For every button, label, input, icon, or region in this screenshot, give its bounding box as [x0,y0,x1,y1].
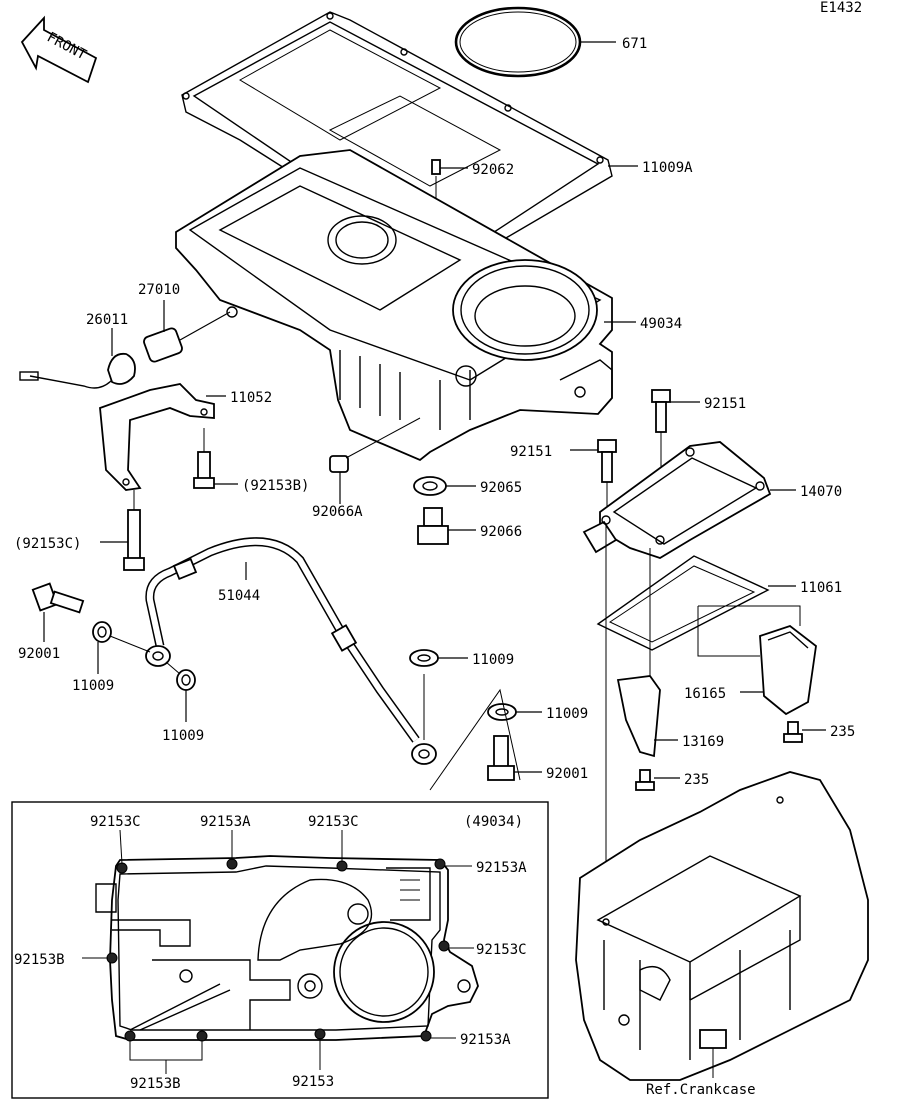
inset-label-92153c-1: 92153C [90,814,141,830]
label-26011: 26011 [86,312,128,328]
figure-code: E1432 [820,0,862,16]
bolt-92153c [100,490,145,571]
inset-label-92153c-3: 92153C [476,942,527,958]
o-ring-671 [454,6,616,78]
switch-lead-26011 [19,328,136,389]
washer-11009-right-2 [429,688,542,791]
label-11009-left: 11009 [72,678,114,694]
label-49034: 49034 [640,316,682,332]
label-92066: 92066 [480,524,522,540]
bolt-92153b [193,428,238,489]
inset-title: (49034) [464,814,523,830]
drain-plug-92066a [329,417,421,504]
bolt-92151-mid [570,439,617,516]
baffle-13169 [616,675,678,758]
label-92153b-paren: (92153B) [242,478,309,494]
label-92066a: 92066A [312,504,363,520]
label-51044: 51044 [218,588,260,604]
label-235-a: 235 [830,724,855,740]
label-11009-right-2: 11009 [546,706,588,722]
washer-11009-left [92,621,151,674]
washer-11009-lower [165,661,196,722]
inset-label-92153b-left: 92153B [14,952,65,968]
label-16165: 16165 [684,686,726,702]
label-92001-left: 92001 [18,646,60,662]
label-92065: 92065 [480,480,522,496]
plate-16165 [697,605,817,716]
front-arrow-icon: FRONT [20,15,98,84]
screw-235-b [635,769,680,791]
screw-235-a [783,721,826,743]
inset-label-92153b-bottom: 92153B [130,1076,181,1092]
label-671: 671 [622,36,647,52]
crankcase-reference [575,771,869,1081]
oil-pan-49034 [175,149,636,462]
gasket-11061 [596,524,796,890]
inset-label-92153a-1: 92153A [200,814,251,830]
washer-92065 [413,476,476,496]
label-11052: 11052 [230,390,272,406]
label-92062: 92062 [472,162,514,178]
label-11009-right-1: 11009 [472,652,514,668]
inset-label-92153a-2: 92153A [476,860,527,876]
washer-11009-right-1 [409,649,468,740]
inset-label-92153a-3: 92153A [460,1032,511,1048]
label-11009-lower: 11009 [162,728,204,744]
label-27010: 27010 [138,282,180,298]
label-ref-crankcase: Ref.Crankcase [646,1082,756,1098]
inset-label-92153c-2: 92153C [308,814,359,830]
label-11061: 11061 [800,580,842,596]
label-92001-right: 92001 [546,766,588,782]
label-92153c-paren: (92153C) [14,536,81,552]
bracket-11052 [99,383,226,491]
plug-92066 [417,507,476,545]
oil-pressure-switch-27010 [143,300,231,363]
label-235-b: 235 [684,772,709,788]
union-bolt-92001-right [487,735,542,781]
cover-14070 [582,441,796,559]
inset-label-92153: 92153 [292,1074,334,1090]
label-14070: 14070 [800,484,842,500]
union-bolt-92001-left [31,582,85,642]
oil-pipe-51044 [145,537,437,765]
label-92151-mid: 92151 [510,444,552,460]
inset-bolt-layout [11,801,549,1099]
label-11009a: 11009A [642,160,693,176]
label-13169: 13169 [682,734,724,750]
label-92151-top: 92151 [704,396,746,412]
